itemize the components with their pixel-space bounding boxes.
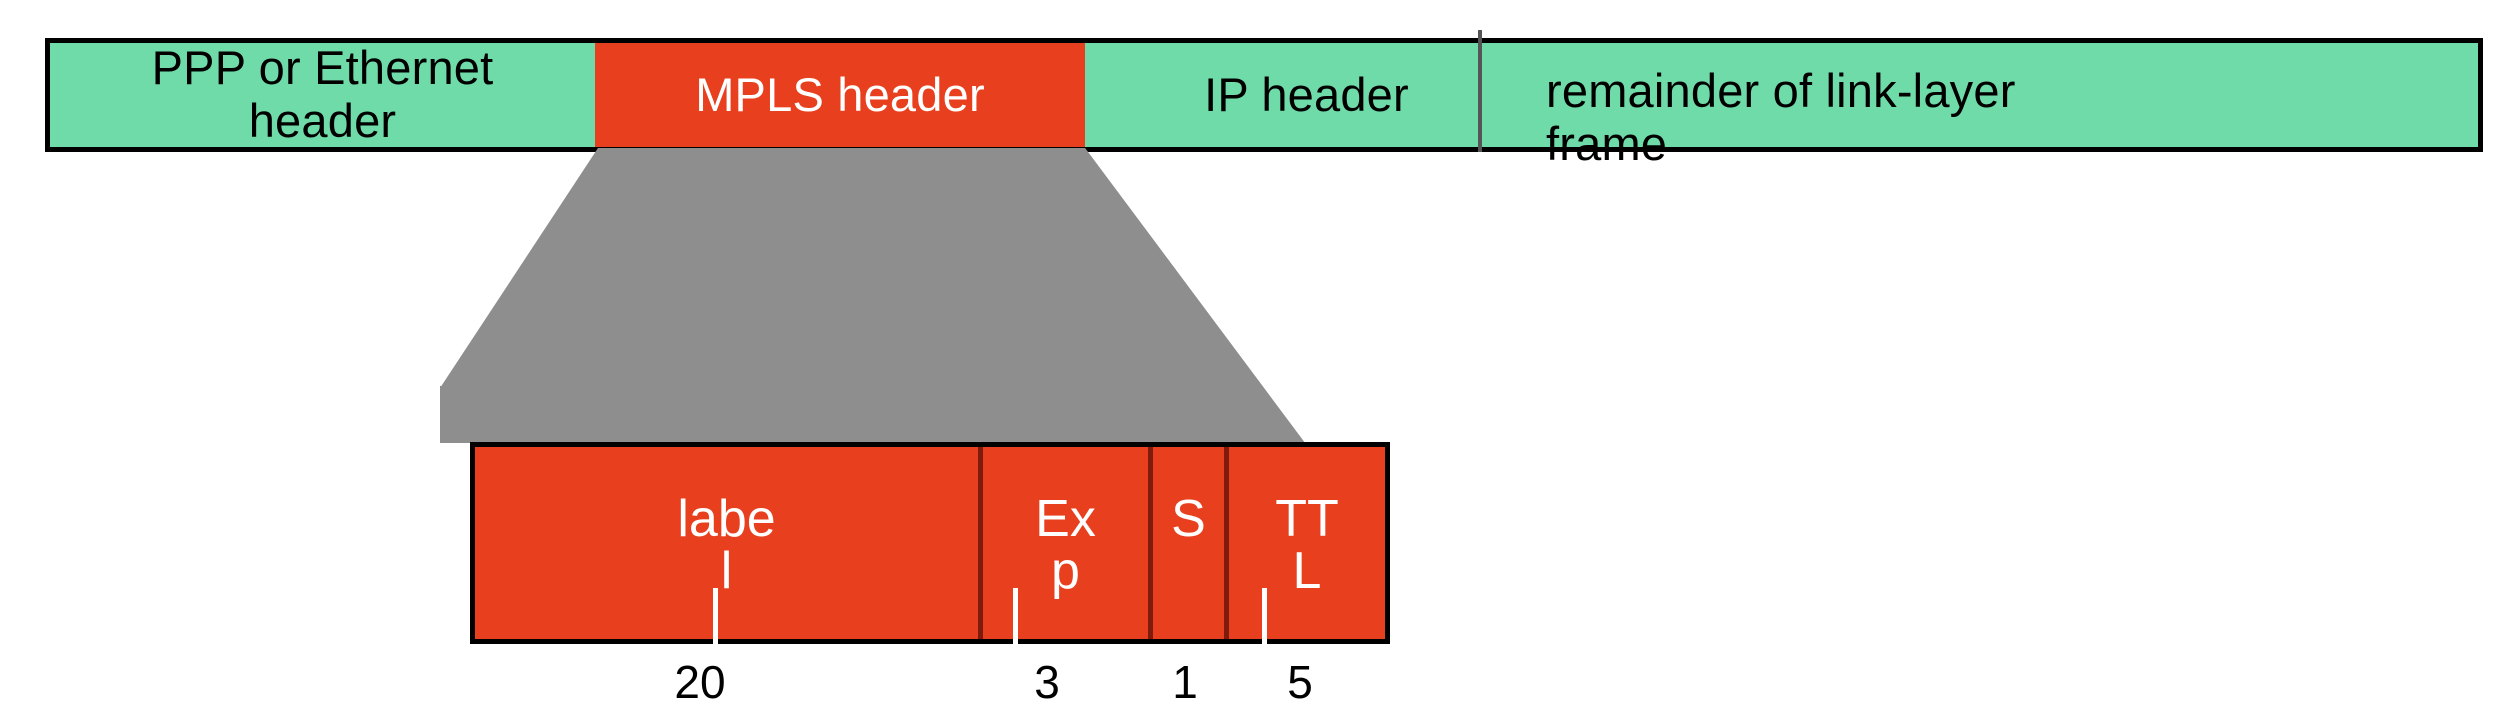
frame-segment-label: PPP or Ethernet header	[151, 41, 494, 147]
frame-segment-label: IP header	[1204, 67, 1409, 121]
bit-width-label: 20	[674, 656, 726, 708]
frame-segment-label: remainder of link-layer frame	[1546, 64, 2016, 170]
mpls-field-divider-exp-s	[1148, 447, 1153, 639]
bit-width-tick-ttl	[1262, 588, 1267, 653]
frame-segment-remainder-of-frame: remainder of link-layer frame	[1528, 38, 2483, 170]
frame-segment-label: MPLS header	[695, 67, 985, 121]
mpls-field-exp: Ex p	[983, 447, 1148, 639]
bit-width-exp: 3	[1034, 656, 1060, 708]
mpls-field-label-text: S	[1171, 490, 1206, 548]
frame-segment-mpls-header: MPLS header	[595, 38, 1085, 152]
mpls-field-label: labe l	[475, 447, 978, 639]
mpls-field-label-text: labe l	[677, 490, 776, 600]
frame-segment-ip-header: IP header	[1085, 38, 1528, 152]
mpls-field-s: S	[1153, 447, 1224, 639]
mpls-field-label-text: Ex p	[1035, 490, 1096, 600]
mpls-field-divider-label-exp	[978, 447, 983, 639]
expansion-callout-shape	[440, 148, 1305, 443]
bit-width-tick-label	[713, 588, 718, 653]
ip-remainder-divider	[1478, 30, 1482, 152]
bit-width-s: 1	[1172, 656, 1198, 708]
bit-width-tick-exp	[1013, 588, 1018, 653]
mpls-field-divider-s-ttl	[1224, 447, 1229, 639]
mpls-field-ttl: TT L	[1229, 447, 1385, 639]
link-layer-frame-bar: PPP or Ethernet header MPLS header IP he…	[45, 38, 2483, 170]
frame-segment-ppp-or-ethernet-header: PPP or Ethernet header	[45, 38, 595, 152]
mpls-header-field-layout: labe l Ex p S TT L	[470, 442, 1390, 644]
bit-width-ttl: 5	[1287, 656, 1313, 708]
mpls-field-label-text: TT L	[1275, 490, 1339, 600]
